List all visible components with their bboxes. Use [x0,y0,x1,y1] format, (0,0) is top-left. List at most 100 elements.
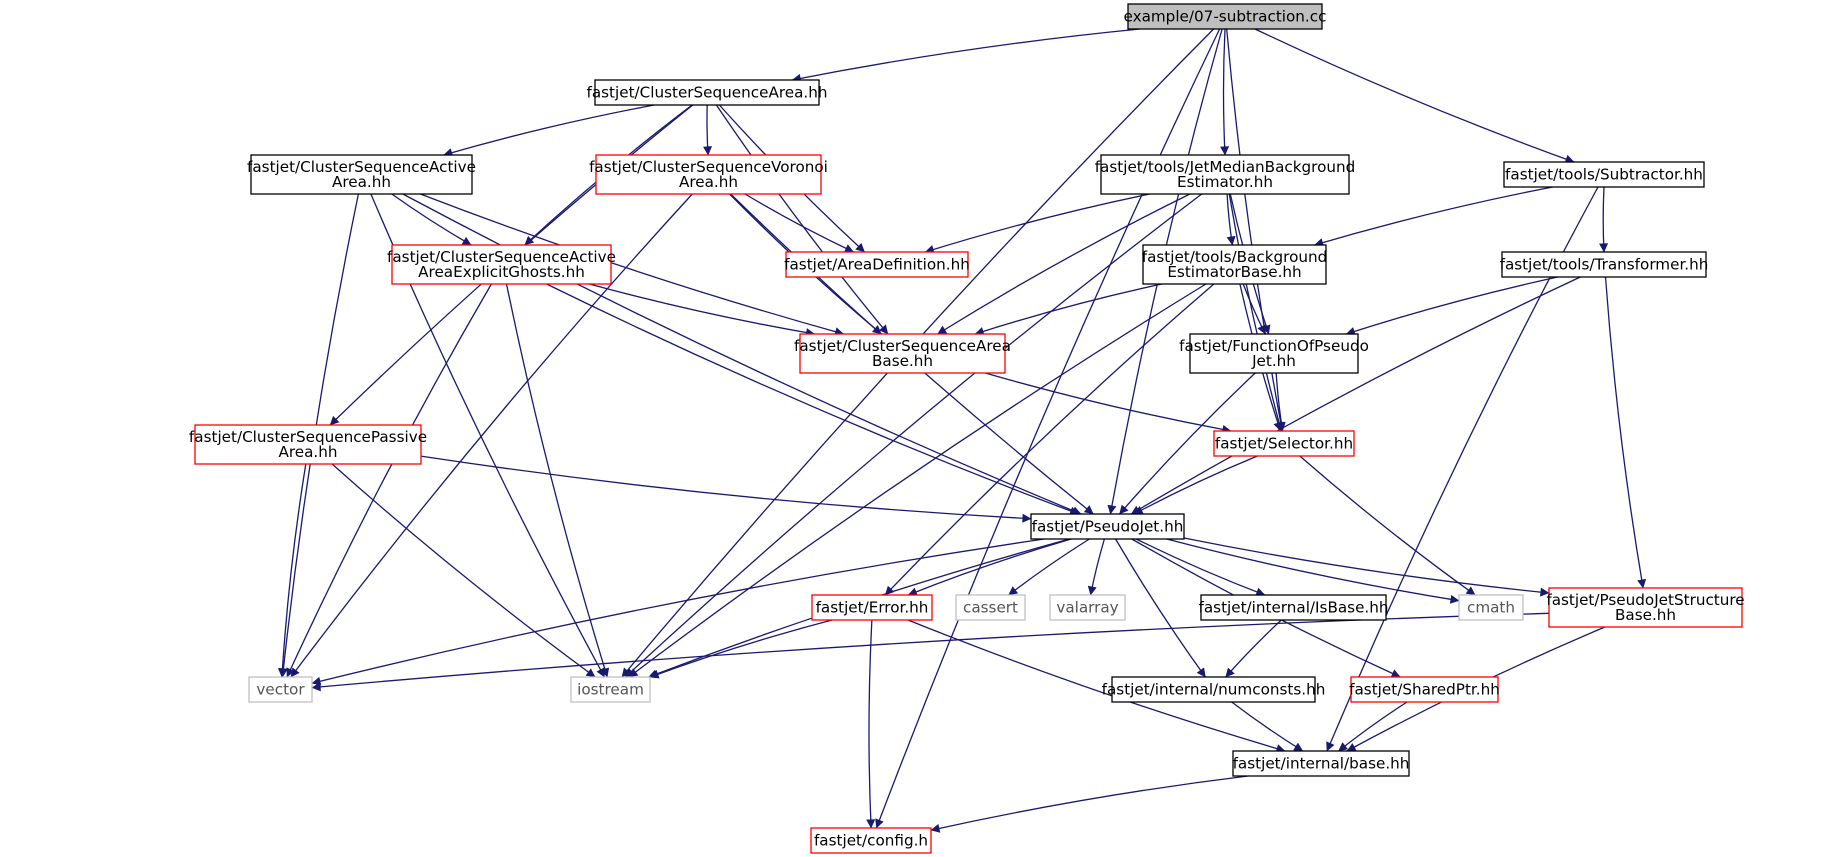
edge-pj-to-valarray [1087,538,1106,596]
node-sharedptr[interactable]: fastjet/SharedPtr.hh [1349,676,1500,703]
edge-bgeb-to-err [884,283,1215,596]
node-csa-box [594,79,820,106]
node-vector[interactable]: vector [248,676,313,703]
node-bgeb-label: EstimatorBase.hh [1167,263,1301,281]
edge-jmbe-to-csab [937,193,1191,335]
node-csa[interactable]: fastjet/ClusterSequenceArea.hh [586,79,828,106]
node-config[interactable]: fastjet/config.h [810,827,932,854]
edge-pj-to-vector [311,538,1045,686]
edge-cspa-to-iostream [331,463,596,678]
node-isbase-box [1200,594,1387,621]
node-err-label: fastjet/Error.hh [816,599,929,617]
node-csva-label: fastjet/ClusterSequenceVoronoi [589,158,828,176]
node-layer: example/07-subtraction.cc fastjet/Cluster… [189,3,1745,854]
edge-csaaeg-to-iostream [505,283,610,678]
node-cmath-label: cmath [1467,599,1515,617]
node-trans[interactable]: fastjet/tools/Transformer.hh [1500,251,1709,278]
edge-root-to-sel [1226,28,1286,432]
edge-jmbe-to-bgeb [1226,193,1236,246]
node-valarray-label: valarray [1056,599,1118,617]
node-sub-label: fastjet/tools/Subtractor.hh [1505,166,1703,184]
node-csab-label: Base.hh [872,352,933,370]
node-vector-label: vector [256,681,305,699]
edge-sub-to-trans [1599,186,1609,253]
node-config-box [810,827,932,854]
node-pj[interactable]: fastjet/PseudoJet.hh [1030,513,1185,540]
node-err[interactable]: fastjet/Error.hh [811,594,933,621]
node-csaa-label: Area.hh [332,173,391,191]
edge-isbase-to-numconsts [1225,619,1282,678]
edge-csaaeg-to-vector [286,283,492,678]
node-cmath[interactable]: cmath [1458,594,1524,621]
node-numconsts[interactable]: fastjet/internal/numconsts.hh [1102,676,1326,703]
edge-err-to-config [866,619,876,829]
node-config-label: fastjet/config.h [814,832,928,850]
node-csaaeg[interactable]: fastjet/ClusterSequenceActiveAreaExplici… [387,244,616,285]
edge-csab-to-sel [985,372,1232,434]
node-cassert-label: cassert [963,599,1018,617]
edge-trans-to-fopj [1345,276,1558,336]
node-sel[interactable]: fastjet/Selector.hh [1213,430,1355,457]
node-iostream[interactable]: iostream [570,676,651,703]
edge-trans-to-pj [1130,276,1581,515]
node-jmbe-label: fastjet/tools/JetMedianBackground [1095,158,1356,176]
node-trans-box [1501,251,1707,278]
node-sharedptr-label: fastjet/SharedPtr.hh [1349,681,1500,699]
edge-fopj-to-pj [1119,372,1256,515]
node-base[interactable]: fastjet/internal/base.hh [1232,750,1410,777]
edge-csaa-to-csaaeg [391,193,472,246]
edge-bgeb-to-iostream [628,283,1207,678]
edge-csa-to-csab [715,104,889,335]
edge-csaa-to-csab [420,193,845,337]
node-isbase[interactable]: fastjet/internal/IsBase.hh [1199,594,1389,621]
node-pjsb-label: Base.hh [1615,606,1676,624]
edge-csa-to-csaa [443,104,655,157]
node-cspa-label: Area.hh [278,443,337,461]
edge-numconsts-to-base [1231,701,1304,752]
node-bgeb-label: fastjet/tools/Background [1142,248,1328,266]
node-csa-label: fastjet/ClusterSequenceArea.hh [586,84,827,102]
node-root[interactable]: example/07-subtraction.cc [1124,3,1327,30]
node-sel-box [1213,430,1355,457]
edge-sel-to-pj [1133,455,1258,515]
edge-csa-to-csva [703,104,713,156]
node-csaaeg-box [391,244,612,285]
edge-pj-to-cmath [1166,538,1460,604]
node-jmbe[interactable]: fastjet/tools/JetMedianBackgroundEstimat… [1095,154,1356,195]
edge-root-to-csa [791,28,1140,83]
node-areadef[interactable]: fastjet/AreaDefinition.hh [784,251,970,278]
node-sel-label: fastjet/Selector.hh [1215,435,1353,453]
edge-pj-to-numconsts [1115,538,1206,678]
node-cspa-box [194,424,422,465]
node-csva-label: Area.hh [679,173,738,191]
edge-csaa-to-pj [402,193,1082,515]
edge-root-to-config [875,28,1221,829]
edge-csaaeg-to-csab [589,283,816,337]
node-fopj-label: fastjet/FunctionOfPseudo [1179,337,1369,355]
node-valarray[interactable]: valarray [1049,594,1126,621]
node-sub[interactable]: fastjet/tools/Subtractor.hh [1503,161,1705,188]
node-csab-label: fastjet/ClusterSequenceArea [794,337,1011,355]
node-isbase-label: fastjet/internal/IsBase.hh [1199,599,1389,617]
node-jmbe-label: Estimator.hh [1177,173,1273,191]
node-valarray-box [1049,594,1126,621]
edge-pj-to-pjsb [1183,537,1550,597]
edge-sel-to-cmath [1299,455,1476,596]
node-base-label: fastjet/internal/base.hh [1233,755,1410,773]
edge-cspa-to-pj [420,455,1032,523]
edge-pj-to-isbase [1135,538,1266,597]
node-cassert[interactable]: cassert [955,594,1026,621]
node-csaa-label: fastjet/ClusterSequenceActive [247,158,476,176]
node-csaa-box [250,154,473,195]
edge-jmbe-to-iostream [624,193,1203,678]
edge-csva-to-vector [290,193,693,678]
node-cassert-box [955,594,1026,621]
